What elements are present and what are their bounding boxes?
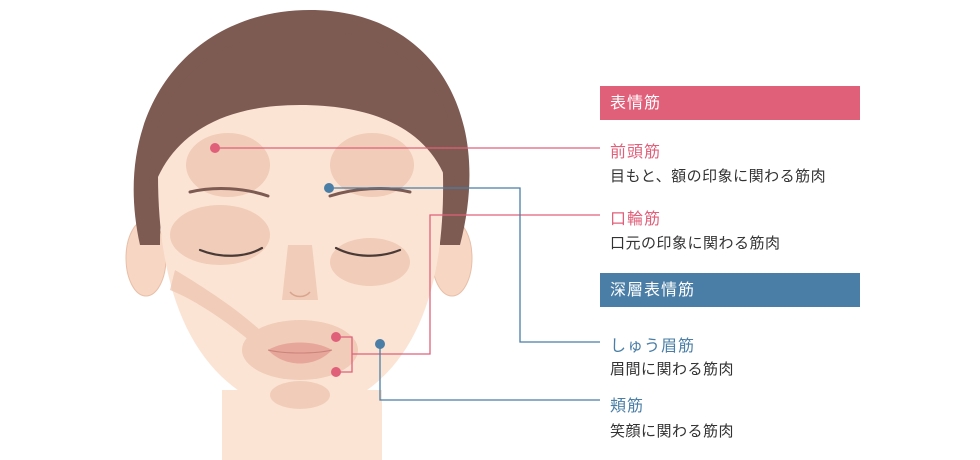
deep-muscles-header: 深層表情筋 [600,273,860,307]
buccinator-name: 頬筋 [610,396,645,415]
circle-marker-icon [331,367,341,377]
hair-top [149,30,455,200]
frontalis-name: 前頭筋 [610,142,662,161]
orbicularis-oris-desc: 口元の印象に関わる筋肉 [610,234,781,252]
left-eye [198,246,264,257]
frontalis-desc: 目もと、額の印象に関わる筋肉 [610,167,827,185]
corrugator-name: しゅう眉筋 [610,336,696,355]
chin-muscle [270,381,330,409]
markers [210,143,385,377]
buccinator-desc: 笑顔に関わる筋肉 [610,422,735,440]
leader-corrugator [329,187,600,343]
leader-lines [215,147,600,401]
circle-marker-icon [331,332,341,342]
zygomaticus-left [170,270,265,345]
lip-line [267,349,333,354]
leader-buccinator [379,344,600,401]
orbicularis-oculi-left [170,205,270,265]
corrugator-desc: 眉間に関わる筋肉 [610,360,735,378]
circle-marker-icon [210,143,220,153]
orbicularis-oculi-right [330,238,410,286]
surface-muscles-header: 表情筋 [600,86,860,120]
left-eyebrow [188,187,270,198]
circle-marker-icon [324,183,334,193]
frontalis-left [186,133,270,197]
neck [222,390,382,460]
nasalis [282,245,318,300]
right-eyebrow [328,187,412,198]
frontalis-right [330,133,414,197]
circle-marker-icon [375,339,385,349]
orbicularis-oris-name: 口輪筋 [610,209,662,228]
leader-orbicularis-oris-b [352,214,600,355]
female-face-illustration [125,10,473,460]
nose [289,291,311,298]
right-eye [334,246,402,257]
